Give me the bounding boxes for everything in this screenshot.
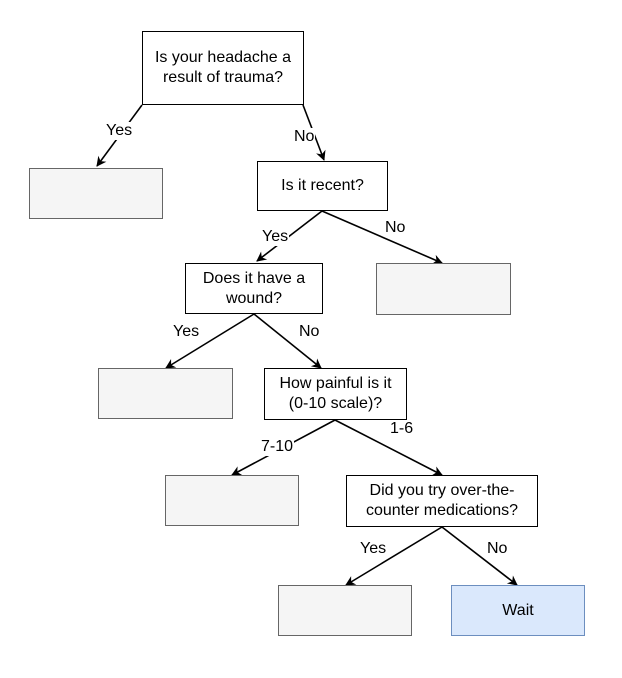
- question-recent-text: Is it recent?: [281, 177, 364, 194]
- wait-text: Wait: [502, 601, 534, 619]
- edge-pain-low: [334, 419, 443, 476]
- edge-otc-no: [441, 526, 518, 586]
- question-trauma-text: Is your headache a result of trauma?: [154, 49, 292, 86]
- edge-label-wound-no: No: [298, 323, 321, 341]
- question-pain-text: How painful is it (0-10 scale)?: [279, 375, 392, 412]
- outcome-wound-yes-node[interactable]: [98, 368, 233, 419]
- edge-label-trauma-no: No: [293, 128, 316, 146]
- edge-label-recent-no: No: [384, 219, 407, 237]
- question-recent-node[interactable]: Is it recent?: [257, 161, 388, 211]
- outcome-pain-high-node[interactable]: [165, 475, 299, 526]
- edge-label-otc-yes: Yes: [359, 540, 388, 558]
- edge-label-recent-yes: Yes: [261, 228, 290, 246]
- edge-label-trauma-yes: Yes: [105, 122, 134, 140]
- question-wound-node[interactable]: Does it have a wound?: [185, 263, 323, 314]
- edge-wound-yes: [165, 313, 255, 369]
- outcome-otc-yes-node[interactable]: [278, 585, 412, 636]
- edge-otc-yes: [345, 526, 443, 586]
- edge-label-wound-yes: Yes: [172, 323, 201, 341]
- question-pain-node[interactable]: How painful is it (0-10 scale)?: [264, 368, 407, 420]
- outcome-trauma-yes-node[interactable]: [29, 168, 163, 219]
- wait-node[interactable]: Wait: [451, 585, 585, 636]
- question-otc-node[interactable]: Did you try over-the- counter medication…: [346, 475, 538, 527]
- edge-recent-no: [321, 210, 443, 265]
- question-trauma-node[interactable]: Is your headache a result of trauma?: [142, 31, 304, 105]
- question-otc-text: Did you try over-the- counter medication…: [365, 482, 519, 519]
- edge-label-otc-no: No: [486, 540, 509, 558]
- edge-label-pain-low: 1-6: [389, 420, 415, 438]
- question-wound-text: Does it have a wound?: [202, 269, 306, 307]
- edge-label-pain-high: 7-10: [260, 438, 295, 456]
- outcome-recent-no-node[interactable]: [376, 263, 511, 315]
- edge-recent-yes: [256, 210, 323, 262]
- edge-wound-no: [253, 313, 322, 369]
